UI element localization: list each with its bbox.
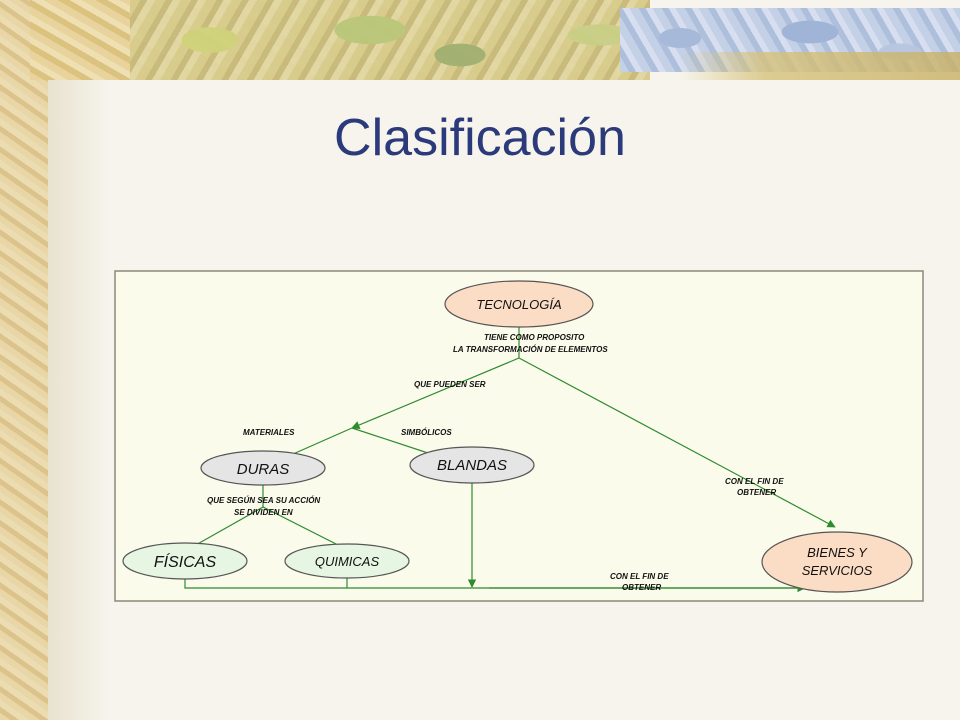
label-blandas: BLANDAS [437,457,507,474]
connector-to-bienes [518,357,836,528]
label-bienes-line1: BIENES Y [807,545,868,560]
node-quimicas [284,543,410,579]
link-label-pueden-ser: QUE PUEDEN SER [414,380,486,389]
node-blandas [409,446,535,484]
node-fisicas [122,542,248,580]
slide-title: Clasificación [334,109,626,167]
connector-to-quimicas [262,506,341,547]
node-tecnologia [444,280,594,328]
decorative-banner-leaves [130,0,650,80]
link-label-fin-right-1: CON EL FIN DE [725,477,784,486]
link-labels: TIENE COMO PROPOSITO LA TRANSFORMACIÓN D… [207,333,784,592]
link-label-fin-right-2: OBTENER [737,488,776,497]
decorative-banner-grass [680,52,960,80]
border-shadow [48,0,108,720]
node-labels: TECNOLOGÍA DURAS BLANDAS FÍSICAS QUIMICA… [154,297,873,578]
label-tecnologia: TECNOLOGÍA [476,297,561,312]
link-label-accion-2: SE DIVIDEN EN [234,508,293,517]
connector-tipos-blandas [351,427,435,456]
label-bienes-line2: SERVICIOS [802,563,873,578]
connector-to-tipos [351,357,520,429]
link-label-accion-1: QUE SEGÚN SEA SU ACCIÓN [207,496,320,505]
link-label-proposito-2: LA TRANSFORMACIÓN DE ELEMENTOS [453,345,608,354]
parchment-border [0,0,48,720]
link-label-fin-bottom-2: OBTENER [622,583,661,592]
link-label-fin-bottom-1: CON EL FIN DE [610,572,669,581]
node-bienes-servicios [761,531,913,593]
label-duras: DURAS [237,461,290,478]
link-label-materiales: MATERIALES [243,428,295,437]
label-fisicas: FÍSICAS [154,552,217,571]
nodes [122,280,913,593]
connector-to-fisicas [193,506,264,547]
label-quimicas: QUIMICAS [315,554,380,569]
link-label-proposito-1: TIENE COMO PROPOSITO [484,333,585,342]
link-label-simbolicos: SIMBÓLICOS [401,428,452,437]
node-duras [200,450,326,486]
concept-map: TECNOLOGÍA DURAS BLANDAS FÍSICAS QUIMICA… [114,270,924,602]
